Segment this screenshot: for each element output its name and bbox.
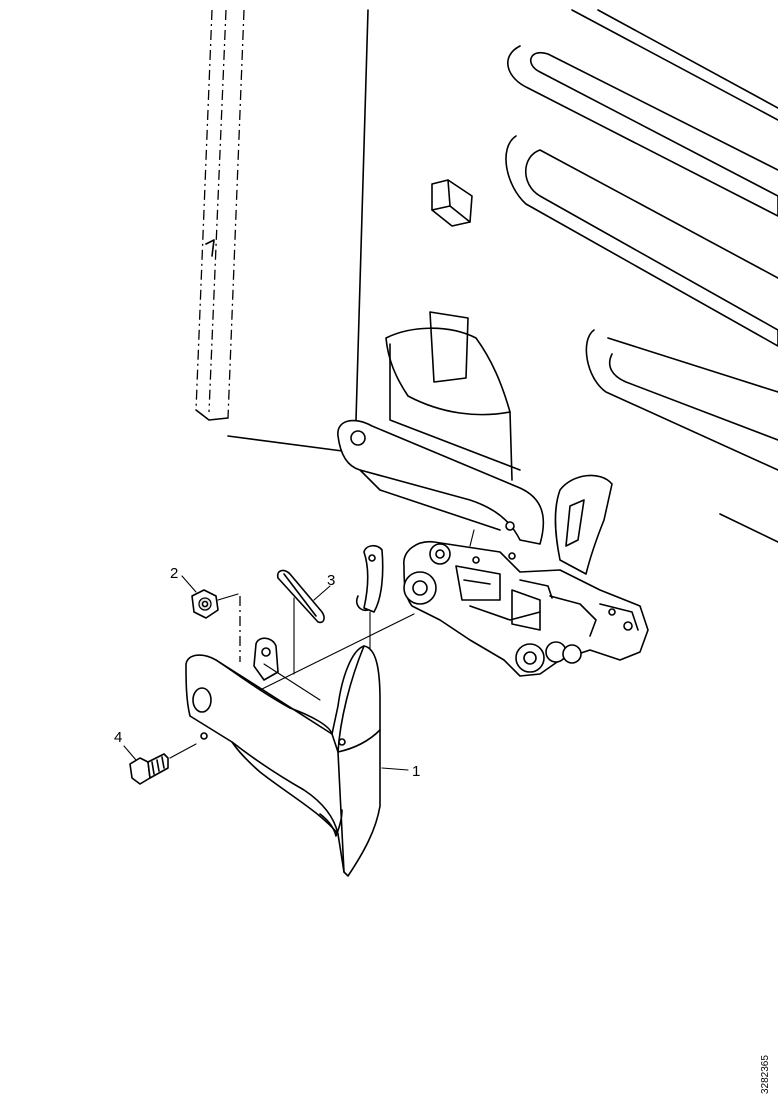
callout-label-2: 2 <box>170 565 178 582</box>
callout-1: 1 <box>381 763 420 780</box>
hinge-arm <box>337 311 613 575</box>
callout-label-4: 4 <box>114 729 122 746</box>
drawing-reference-number: 3282365 <box>760 1055 771 1094</box>
callout-3: 3 <box>313 572 335 601</box>
callout-4: 4 <box>114 729 137 761</box>
nut-part-2 <box>191 589 239 619</box>
latch-mechanism <box>403 529 649 677</box>
callout-label-3: 3 <box>327 572 335 589</box>
callout-label-1: 1 <box>412 763 420 780</box>
door-panel <box>195 9 778 543</box>
bolt-part-4 <box>129 753 169 785</box>
assembly-lines <box>169 596 415 759</box>
callout-2: 2 <box>170 565 197 593</box>
bracket-part-1 <box>185 645 381 877</box>
